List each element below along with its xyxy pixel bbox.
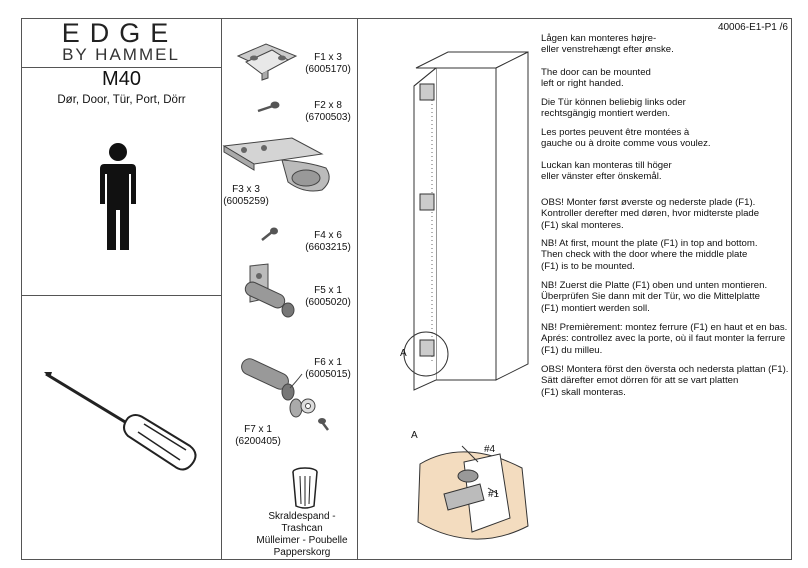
instruction-de-plate: NB! Zuerst die Platte (F1) oben und unte… — [541, 280, 791, 314]
divider-left — [221, 18, 222, 560]
part-f4-qty: F4 x 6 — [314, 230, 342, 241]
product-names: Dør, Door, Tür, Port, Dörr — [57, 94, 186, 106]
hinge-icon — [222, 137, 330, 192]
trash-line-2: Mülleimer - Poubelle — [256, 535, 348, 546]
trash-line-1: Skraldespand - Trashcan — [268, 511, 336, 534]
part-f5-label: F5 x 1 (6005020) — [298, 285, 358, 309]
instruction-en-plate: NB! At first, mount the plate (F1) in to… — [541, 238, 791, 272]
person-icon — [100, 143, 136, 250]
plate-callout: #1 — [488, 489, 500, 500]
model-name: M40 — [102, 68, 141, 90]
divider-middle — [357, 18, 358, 560]
page-frame — [21, 18, 792, 560]
text-line: Then check with the door where the middl… — [541, 249, 748, 261]
brand-subtitle: BY HAMMEL — [62, 45, 180, 64]
instruction-en-mount: The door can be mounted left or right ha… — [541, 67, 791, 90]
mounting-plate-icon — [236, 43, 298, 81]
part-f4-label: F4 x 6 (6603215) — [298, 230, 358, 254]
instruction-sv-plate: OBS! Montera först den översta och neder… — [541, 364, 791, 398]
divider-tools — [21, 295, 221, 296]
part-f1-label: F1 x 3 (6005170) — [298, 52, 358, 76]
text-line: Sätt därefter emot dörren för att se var… — [541, 375, 739, 387]
instruction-da-mount: Lågen kan monteres højre- eller venstreh… — [541, 33, 791, 56]
part-f7-qty: F7 x 1 — [244, 424, 272, 435]
part-f7-code: (6200405) — [235, 436, 281, 447]
part-f3-qty: F3 x 3 — [232, 184, 260, 195]
screw-icon — [257, 101, 280, 113]
screw-callout: #4 — [484, 444, 496, 455]
instruction-de-mount: Die Tür können beliebig links oder recht… — [541, 97, 791, 120]
text-line: Aprés: controllez avec la porte, où il f… — [541, 333, 786, 345]
part-f6-code: (6005015) — [305, 369, 351, 380]
part-f3-label: F3 x 3 (6005259) — [218, 184, 274, 208]
text-line: Überprüfen Sie dann mit der Tür, wo die … — [541, 291, 760, 303]
text-line: OBS! Montera först den översta och neder… — [541, 364, 789, 375]
part-f2-label: F2 x 8 (6700503) — [298, 100, 358, 124]
trash-label: Skraldespand - Trashcan Mülleimer - Poub… — [247, 511, 357, 559]
instruction-fr-plate: NB! Premièrement: montez ferrure (F1) en… — [541, 322, 791, 356]
text-line: The door can be mounted — [541, 67, 651, 78]
text-line: OBS! Monter først øverste og nederste pl… — [541, 197, 756, 208]
latch-assembly-icon — [241, 358, 329, 431]
brand-title: EDGE — [61, 18, 179, 48]
part-f5-code: (6005020) — [305, 297, 351, 308]
text-line: eller venstrehængt efter ønske. — [541, 44, 674, 56]
text-line: gauche ou à droite comme vous voulez. — [541, 138, 711, 150]
trashcan-icon — [292, 467, 318, 509]
text-line: left or right handed. — [541, 78, 624, 90]
trash-line-3: Papperskorg — [273, 547, 331, 558]
part-f3-code: (6005259) — [223, 196, 269, 207]
text-line: Les portes peuvent être montées à — [541, 127, 690, 138]
text-line: (F1) is to be mounted. — [541, 260, 635, 272]
instruction-fr-mount: Les portes peuvent être montées à gauche… — [541, 127, 791, 150]
detail-title: A — [411, 430, 418, 441]
instruction-da-plate: OBS! Monter først øverste og nederste pl… — [541, 197, 791, 231]
text-line: Kontroller derefter med døren, hvor midt… — [541, 208, 760, 220]
push-latch-icon — [244, 263, 295, 318]
text-line: (F1) skall monteras. — [541, 386, 626, 398]
part-f2-code: (6700503) — [305, 112, 351, 123]
part-f1-qty: F1 x 3 — [314, 52, 342, 63]
text-line: NB! At first, mount the plate (F1) in to… — [541, 238, 758, 249]
part-f6-label: F6 x 1 (6005015) — [298, 357, 358, 381]
text-line: NB! Zuerst die Platte (F1) oben und unte… — [541, 280, 768, 291]
cabinet-illustration — [403, 51, 529, 391]
text-line: Lågen kan monteres højre- — [541, 33, 657, 44]
text-line: (F1) montiert werden soll. — [541, 302, 650, 314]
text-line: rechtsgängig montiert werden. — [541, 108, 671, 120]
document-number: 40006-E1-P1 /6 — [717, 22, 788, 33]
part-f4-code: (6603215) — [305, 242, 351, 253]
instruction-sv-mount: Luckan kan monteras till höger eller vän… — [541, 160, 791, 183]
text-line: eller vänster efter önskemål. — [541, 171, 662, 183]
text-line: NB! Premièrement: montez ferrure (F1) en… — [541, 322, 788, 333]
text-line: Luckan kan monteras till höger — [541, 160, 672, 171]
text-line: Die Tür können beliebig links oder — [541, 97, 686, 108]
text-line: (F1) skal monteres. — [541, 219, 624, 231]
detail-hinge-illustration — [417, 445, 529, 540]
part-f1-code: (6005170) — [305, 64, 351, 75]
divider-brand — [21, 67, 221, 68]
part-f2-qty: F2 x 8 — [314, 100, 342, 111]
small-screw-icon — [261, 227, 278, 241]
text-line: (F1) du milleu. — [541, 344, 603, 356]
part-f6-qty: F6 x 1 — [314, 357, 342, 368]
part-f7-label: F7 x 1 (6200405) — [228, 424, 288, 448]
part-f5-qty: F5 x 1 — [314, 285, 342, 296]
detail-marker: A — [400, 348, 407, 359]
screwdriver-icon — [44, 372, 197, 471]
